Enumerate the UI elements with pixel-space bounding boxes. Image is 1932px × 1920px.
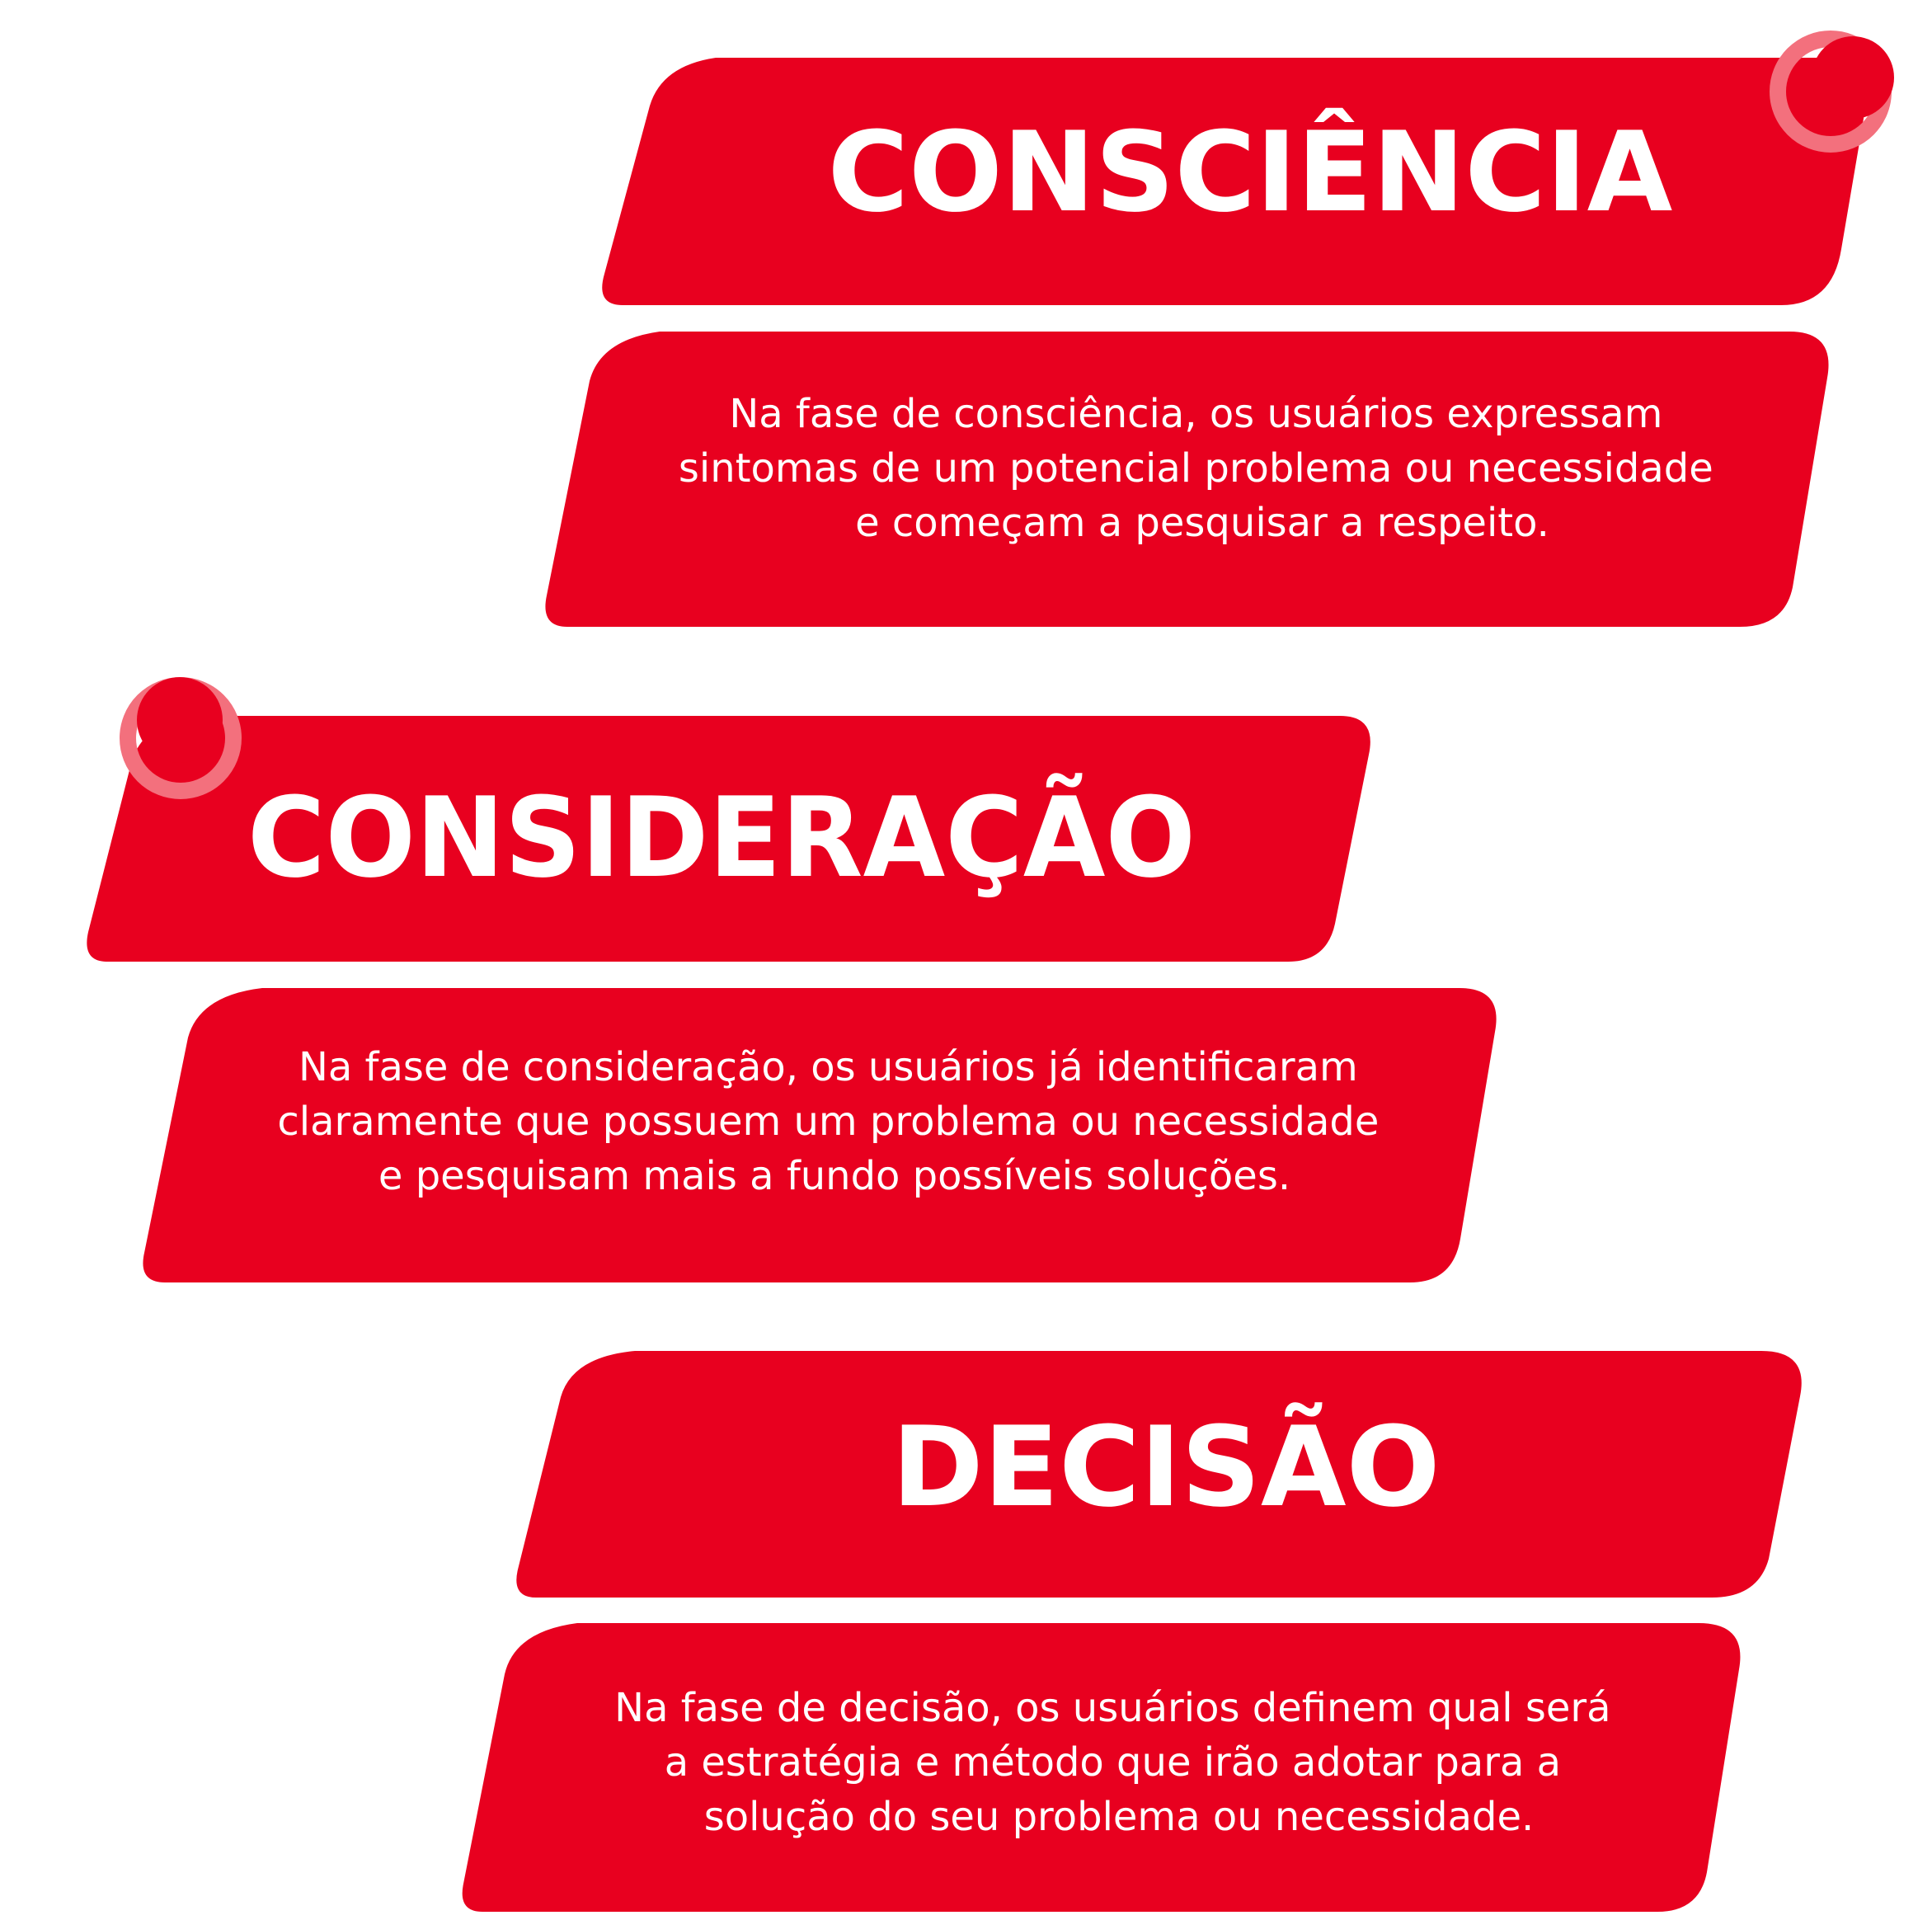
consideration-dot-decoration xyxy=(137,677,223,763)
decision-title-card xyxy=(516,1351,1802,1598)
consideration-description-line-2: claramente que possuem um problema ou ne… xyxy=(277,1099,1379,1145)
awareness-description-line-3: e começam a pesquisar a respeito. xyxy=(855,500,1549,546)
decision-title: DECISÃO xyxy=(891,1402,1440,1532)
stage-decision: DECISÃO Na fase de decisão, os usuários … xyxy=(462,1351,1802,1912)
awareness-description-line-2: sintomas de um potencial problema ou nec… xyxy=(679,445,1713,492)
awareness-title: CONSCIÊNCIA xyxy=(828,108,1673,237)
consideration-description-line-1: Na fase de consideração, os usuários já … xyxy=(298,1044,1358,1090)
stage-awareness: CONSCIÊNCIA Na fase de consciência, os u… xyxy=(545,31,1894,627)
awareness-description-card xyxy=(545,332,1829,627)
awareness-description: Na fase de consciência, os usuários expr… xyxy=(679,391,1726,546)
decision-description-line-1: Na fase de decisão, os usuários definem … xyxy=(614,1685,1610,1731)
decision-description-card xyxy=(462,1623,1741,1912)
consideration-description: Na fase de consideração, os usuários já … xyxy=(277,1044,1391,1199)
consideration-description-card xyxy=(143,988,1497,1282)
decision-description-line-3: solução do seu problema ou necessidade. xyxy=(704,1794,1535,1840)
consideration-description-line-3: e pesquisam mais a fundo possíveis soluç… xyxy=(378,1153,1290,1199)
consideration-title: CONSIDERAÇÃO xyxy=(247,773,1196,902)
decision-description-line-2: a estratégia e método que irão adotar pa… xyxy=(665,1739,1561,1786)
awareness-title-card xyxy=(602,58,1867,305)
stage-consideration: CONSIDERAÇÃO Na fase de consideração, os… xyxy=(87,677,1497,1282)
consideration-title-card xyxy=(87,716,1370,962)
decision-description: Na fase de decisão, os usuários definem … xyxy=(614,1685,1624,1840)
awareness-description-line-1: Na fase de consciência, os usuários expr… xyxy=(729,391,1662,437)
awareness-dot-decoration xyxy=(1812,36,1894,119)
